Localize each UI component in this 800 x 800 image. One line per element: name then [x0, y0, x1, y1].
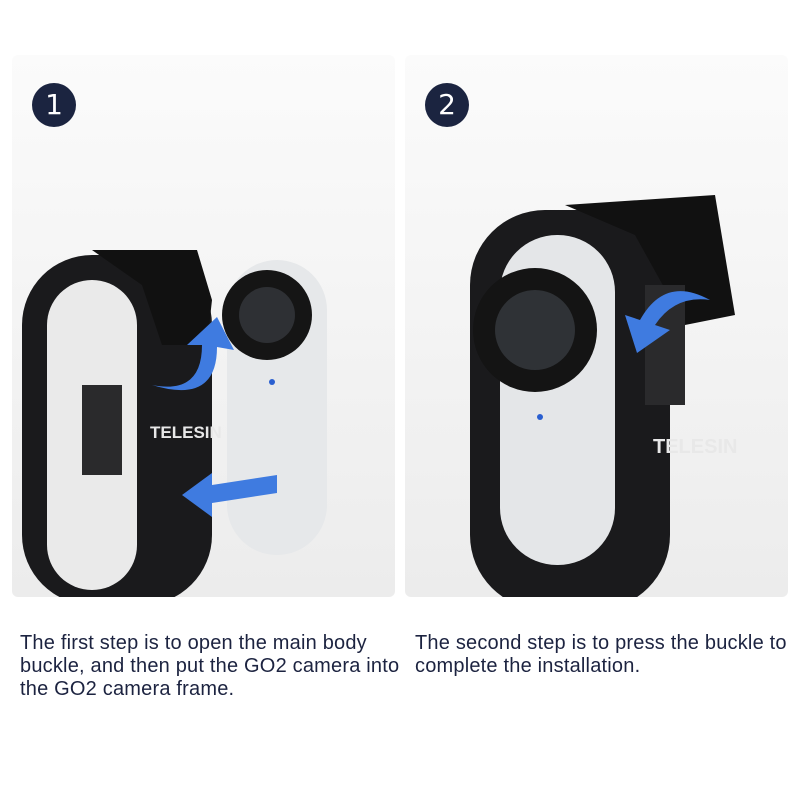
brand-logo: TELESIN: [150, 423, 222, 442]
step-number-badge: 2: [425, 83, 469, 127]
step-1-caption: The first step is to open the main body …: [20, 632, 400, 700]
step-2-illustration: TELESIN: [470, 195, 737, 597]
brand-logo: TELESIN: [653, 436, 737, 458]
insert-arrow-icon: [182, 473, 277, 517]
press-arrow-icon: [625, 291, 710, 353]
step-1-panel: TELESIN 1: [12, 55, 395, 597]
step-number-badge: 1: [32, 83, 76, 127]
step-1-illustration: TELESIN: [22, 250, 327, 597]
step-2-caption: The second step is to press the buckle t…: [415, 632, 787, 677]
step-2-panel: TELESIN 2: [405, 55, 788, 597]
rotate-arrow-icon: [152, 317, 234, 391]
